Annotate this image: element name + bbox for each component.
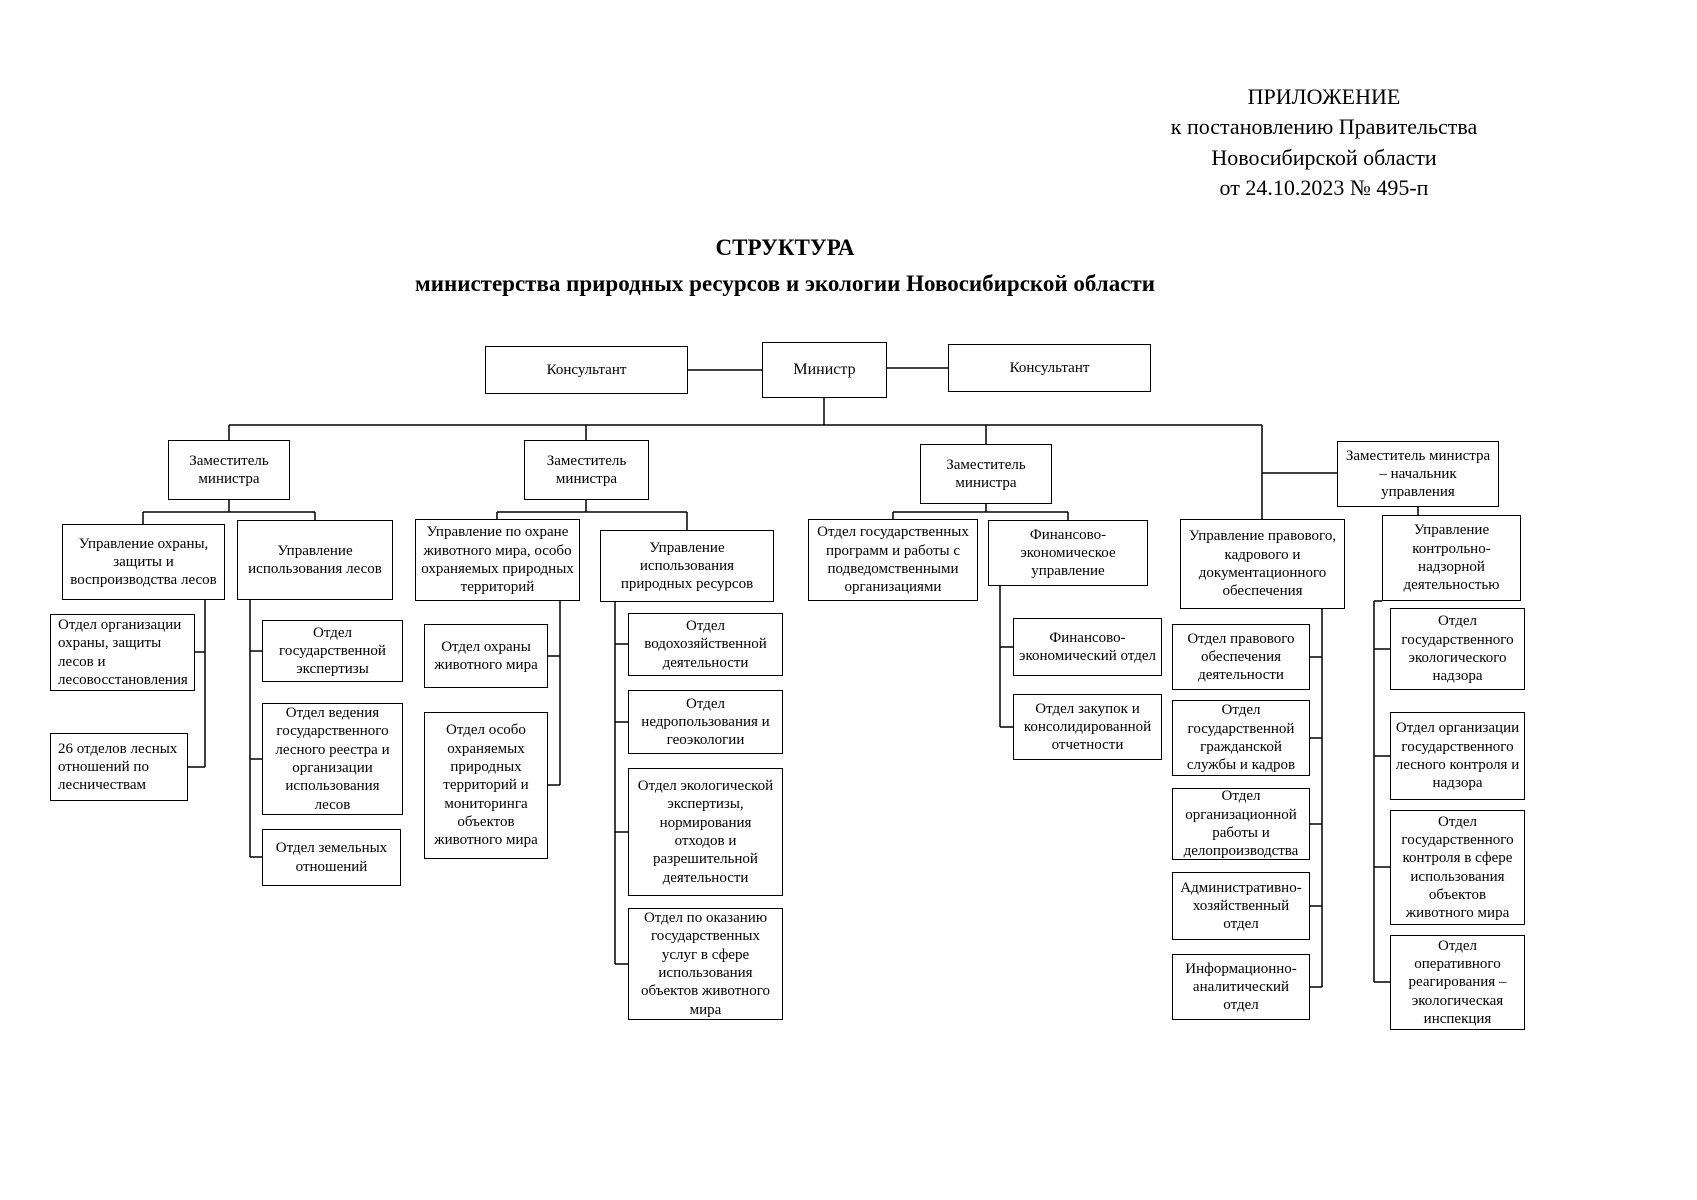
appendix-header-line2: к постановлению Правительства — [1170, 114, 1478, 140]
box-otdel-oper-reagirovaniya: Отдел оперативного реагирования – эколог… — [1390, 935, 1525, 1030]
appendix-header: ПРИЛОЖЕНИЕ к постановлению Правительства… — [1124, 82, 1524, 203]
box-otdel-oopt: Отдел особо охраняемых природных террито… — [424, 712, 548, 859]
box-otdel-org-gos-lesnogo-kontrolya: Отдел организации государственного лесно… — [1390, 712, 1525, 800]
box-upr-ohrane-zhivotnogo-mira: Управление по охране животного мира, осо… — [415, 519, 580, 601]
box-upr-ohrany-lesov: Управление охраны, защиты и воспроизводс… — [62, 524, 225, 600]
chart-title: СТРУКТУРА министерства природных ресурсо… — [0, 230, 1570, 301]
box-fin-upravlenie: Финансово-экономическое управление — [988, 520, 1148, 586]
box-otdel-org-raboty: Отдел организационной работы и делопроиз… — [1172, 788, 1310, 860]
box-minister: Министр — [762, 342, 887, 398]
box-otdel-gos-programm: Отдел государственных программ и работы … — [808, 519, 978, 601]
box-otdel-gos-grazhdanskoy: Отдел государственной гражданской службы… — [1172, 700, 1310, 776]
appendix-header-line4: от 24.10.2023 № 495-п — [1219, 175, 1429, 201]
box-otdel-pravovogo-obespecheniya: Отдел правового обеспечения деятельности — [1172, 624, 1310, 690]
box-otdel-vodohoz: Отдел водохозяйственной деятельности — [628, 613, 783, 676]
box-otdel-vedeniya-reestra: Отдел ведения государственного лесного р… — [262, 703, 403, 815]
box-upr-pravovogo: Управление правового, кадрового и докуме… — [1180, 519, 1345, 609]
box-upr-ispolzovaniya-lesov: Управление использования лесов — [237, 520, 393, 600]
box-26-otdelov-lesnyh: 26 отделов лесных отношений по лесничест… — [50, 733, 188, 801]
appendix-header-line1: ПРИЛОЖЕНИЕ — [1247, 84, 1401, 109]
box-deputy-minister-1: Заместитель министра — [168, 440, 290, 500]
box-otdel-gos-kontrolya-zhivotnogo: Отдел государственного контроля в сфере … — [1390, 810, 1525, 925]
box-deputy-minister-4: Заместитель министра – начальник управле… — [1337, 441, 1499, 507]
appendix-header-line3: Новосибирской области — [1211, 144, 1437, 170]
box-otdel-nedropolzovaniya: Отдел недропользования и геоэкологии — [628, 690, 783, 754]
box-consultant-right: Консультант — [948, 344, 1151, 392]
box-fin-otdel: Финансово-экономический отдел — [1013, 618, 1162, 676]
chart-title-line2: министерства природных ресурсов и эколог… — [415, 270, 1155, 296]
box-otdel-ohrany-zhivotnogo-mira: Отдел охраны животного мира — [424, 624, 548, 688]
box-adm-hoz-otdel: Административно-хозяйственный отдел — [1172, 872, 1310, 940]
box-deputy-minister-3: Заместитель министра — [920, 444, 1052, 504]
box-upr-prirodnyh-resursov: Управление использования природных ресур… — [600, 530, 774, 602]
box-otdel-zakupok: Отдел закупок и консолидированной отчетн… — [1013, 694, 1162, 760]
box-consultant-left: Консультант — [485, 346, 688, 394]
box-otdel-gos-ekol-nadzora: Отдел государственного экологического на… — [1390, 608, 1525, 690]
box-upr-kontrolno-nadzornoy: Управление контрольно-надзорной деятельн… — [1382, 515, 1521, 601]
box-otdel-org-ohrany: Отдел организации охраны, защиты лесов и… — [50, 614, 195, 691]
box-deputy-minister-2: Заместитель министра — [524, 440, 649, 500]
box-inf-analit-otdel: Информационно-аналитический отдел — [1172, 954, 1310, 1020]
chart-title-line1: СТРУКТУРА — [715, 235, 855, 260]
box-otdel-gos-ekspertizy: Отдел государственной экспертизы — [262, 620, 403, 682]
box-otdel-gos-uslug: Отдел по оказанию государственных услуг … — [628, 908, 783, 1020]
box-otdel-zemelnyh: Отдел земельных отношений — [262, 829, 401, 886]
box-otdel-ekol-ekspertizy: Отдел экологической экспертизы, нормиров… — [628, 768, 783, 896]
